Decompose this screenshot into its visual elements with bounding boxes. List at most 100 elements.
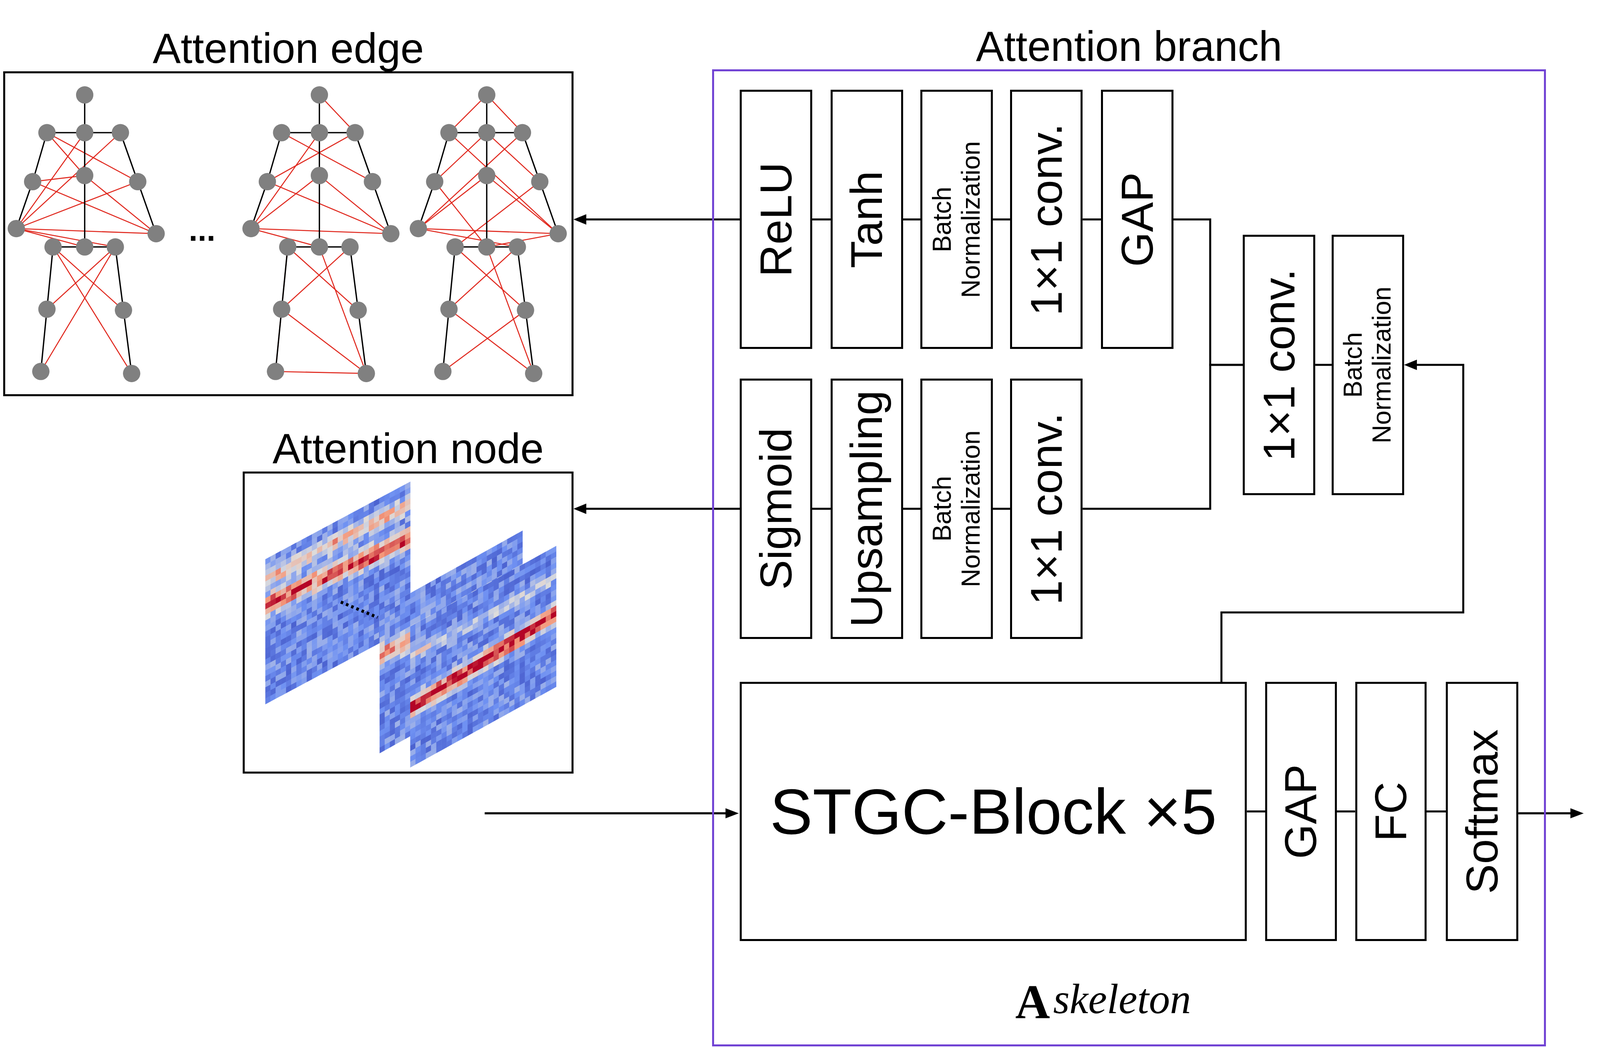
- joint-dot: [446, 238, 464, 256]
- heatmap-panel: [265, 481, 411, 705]
- heatmap-cell: [285, 684, 292, 694]
- heatmap-cell: [332, 659, 338, 669]
- joint-dot: [258, 173, 276, 191]
- joint-dot: [549, 225, 567, 243]
- joint-dot: [266, 362, 284, 381]
- joint-dot: [128, 173, 147, 191]
- joint-dot: [516, 301, 534, 319]
- bone-line: [358, 309, 367, 374]
- heatmap-cell: [342, 654, 349, 663]
- heatmap-cell: [306, 673, 312, 683]
- skeleton-graph: [409, 86, 567, 383]
- heatmap-panel: [379, 530, 523, 753]
- joint-dot: [478, 238, 496, 256]
- arrow-head: [725, 807, 739, 818]
- attention-edge-line: [454, 181, 540, 247]
- bone-line: [448, 246, 455, 309]
- attention-edge-line: [448, 246, 518, 309]
- attention-edge-line: [251, 132, 320, 229]
- joint-dot: [382, 225, 400, 243]
- joint-dot: [242, 219, 260, 238]
- joint-dot: [478, 123, 496, 141]
- joint-dot: [440, 123, 458, 141]
- bone-line: [123, 309, 132, 374]
- heatmap-cell: [400, 732, 406, 742]
- joint-dot: [426, 173, 444, 191]
- joint-dot: [349, 301, 367, 319]
- joint-dot: [106, 238, 124, 256]
- joint-dot: [7, 219, 25, 238]
- heatmap-cell: [275, 690, 281, 699]
- bone-line: [115, 246, 124, 310]
- skeleton-graph: [242, 86, 400, 383]
- heatmap-cell: [270, 692, 276, 702]
- bone-line: [350, 246, 359, 310]
- joint-dot: [310, 123, 329, 141]
- heatmap-cell: [291, 681, 297, 691]
- heatmap-panel: [410, 545, 557, 768]
- joint-dot: [38, 123, 56, 141]
- heatmaps: [265, 481, 557, 768]
- joint-dot: [273, 300, 291, 318]
- joint-dot: [44, 238, 62, 256]
- heatmap-cell: [353, 648, 359, 658]
- joint-dot: [32, 362, 50, 381]
- attention-edge-line: [16, 228, 116, 248]
- joint-dot: [363, 173, 381, 191]
- attention-edge-line: [46, 246, 116, 309]
- heatmap-cell: [327, 662, 333, 672]
- heatmap-cell: [394, 735, 401, 745]
- heatmap-cell: [337, 656, 343, 666]
- joint-dot: [346, 123, 364, 141]
- heatmap-cell: [296, 678, 302, 688]
- heatmap-cell: [363, 642, 369, 652]
- heatmap-cell: [317, 667, 323, 677]
- attention-edge-line: [16, 132, 121, 229]
- joint-dot: [273, 123, 291, 141]
- bone-line: [517, 246, 526, 310]
- arrow-line: [484, 812, 727, 815]
- heatmap-cell: [280, 687, 286, 697]
- attention-edge-line: [16, 132, 85, 229]
- attention-edge-line: [448, 132, 559, 234]
- joint-dot: [478, 166, 496, 184]
- joint-dot: [310, 86, 329, 104]
- attention-edge-line: [281, 309, 367, 374]
- joint-dot: [478, 86, 496, 104]
- bone-line: [84, 175, 86, 247]
- heatmap-cell: [379, 744, 385, 754]
- attention-edge-line: [434, 181, 487, 247]
- joint-dot: [111, 123, 129, 141]
- joint-dot: [508, 238, 526, 256]
- joint-dot: [409, 219, 427, 238]
- attention-edge-line: [275, 371, 367, 374]
- attention-edge-line: [52, 246, 124, 310]
- heatmap-cell: [368, 640, 375, 649]
- joint-dot: [76, 238, 94, 256]
- skeleton-graph: [7, 86, 165, 383]
- heatmap-cell: [389, 738, 395, 748]
- joint-dot: [76, 123, 94, 141]
- heatmap-cell: [322, 664, 328, 674]
- dotted-line: [340, 601, 378, 618]
- bone-line: [486, 175, 488, 247]
- attention-edge-line: [251, 228, 391, 234]
- heatmap-cell: [374, 637, 380, 647]
- joint-dot: [76, 86, 94, 104]
- heatmap-cell: [348, 651, 354, 661]
- heatmap-cell: [265, 695, 271, 705]
- joint-dot: [525, 364, 543, 383]
- bone-line: [40, 309, 47, 372]
- joint-dot: [24, 173, 42, 191]
- attention-edge-line: [448, 309, 534, 374]
- heatmap-cell: [301, 676, 307, 685]
- bone-line: [525, 309, 534, 374]
- joint-dot: [310, 238, 329, 256]
- joint-dot: [147, 225, 165, 243]
- joint-dot: [531, 173, 549, 191]
- bone-line: [281, 246, 288, 309]
- joint-dot: [279, 238, 297, 256]
- heatmap-cell: [384, 741, 391, 751]
- heatmap-cell: [311, 670, 318, 680]
- attention-edge-line: [418, 132, 523, 229]
